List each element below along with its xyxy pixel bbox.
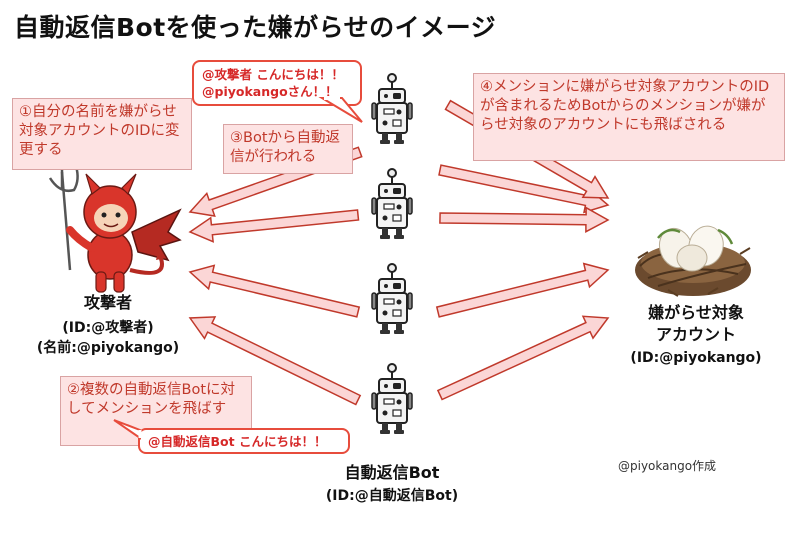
reply-arrow-2 — [188, 209, 360, 243]
mention-arrow-3 — [435, 262, 610, 318]
bot-label: 自動返信Bot (ID:@自動返信Bot) — [292, 462, 492, 506]
attacker-label: 攻撃者 (ID:@攻撃者) (名前:@piyokango) — [18, 292, 198, 358]
reply-arrow-3 — [188, 264, 361, 318]
reply-arrow-4 — [188, 316, 362, 406]
mention-arrow-4 — [436, 315, 610, 401]
attacker-mention-bubble: @自動返信Bot こんにちは！！ — [138, 428, 350, 454]
target-name-line2: アカウント — [655, 325, 736, 344]
bot-icon-3 — [371, 263, 413, 335]
target-label: 嫌がらせ対象 アカウント (ID:@piyokango) — [608, 302, 784, 368]
nest-eggs-icon — [635, 225, 751, 297]
page-title: 自動返信Botを使った嫌がらせのイメージ — [14, 13, 497, 42]
devil-icon — [48, 165, 182, 293]
attacker-mention-bubble-tail — [113, 419, 142, 440]
credit-text: @piyokango作成 — [618, 459, 717, 473]
target-id: (ID:@piyokango) — [630, 350, 762, 366]
attacker-display-name: (名前:@piyokango) — [36, 340, 180, 356]
bot-id: (ID:@自動返信Bot) — [325, 488, 459, 504]
bot-reply-line1: @攻撃者 こんにちは！！ — [202, 67, 344, 82]
step4-note: ④メンションに嫌がらせ対象アカウントのIDが含まれるためBotからのメンションが… — [473, 73, 785, 161]
step1-note: ①自分の名前を嫌がらせ対象アカウントのIDに変更する — [12, 98, 192, 170]
bot-icon-1 — [371, 73, 413, 145]
attacker-id: (ID:@攻撃者) — [62, 320, 154, 336]
bot-icon-2 — [371, 168, 413, 240]
step3-note: ③Botから自動返信が行われる — [223, 124, 353, 174]
bot-icon-4 — [371, 363, 413, 435]
bot-name: 自動返信Bot — [344, 463, 440, 482]
attacker-name: 攻撃者 — [83, 293, 132, 312]
mention-arrow-2 — [439, 206, 610, 233]
bot-reply-bubble-tail — [318, 96, 363, 123]
target-name-line1: 嫌がらせ対象 — [648, 303, 744, 322]
bot-reply-line2: @piyokangoさん！！ — [202, 84, 338, 99]
